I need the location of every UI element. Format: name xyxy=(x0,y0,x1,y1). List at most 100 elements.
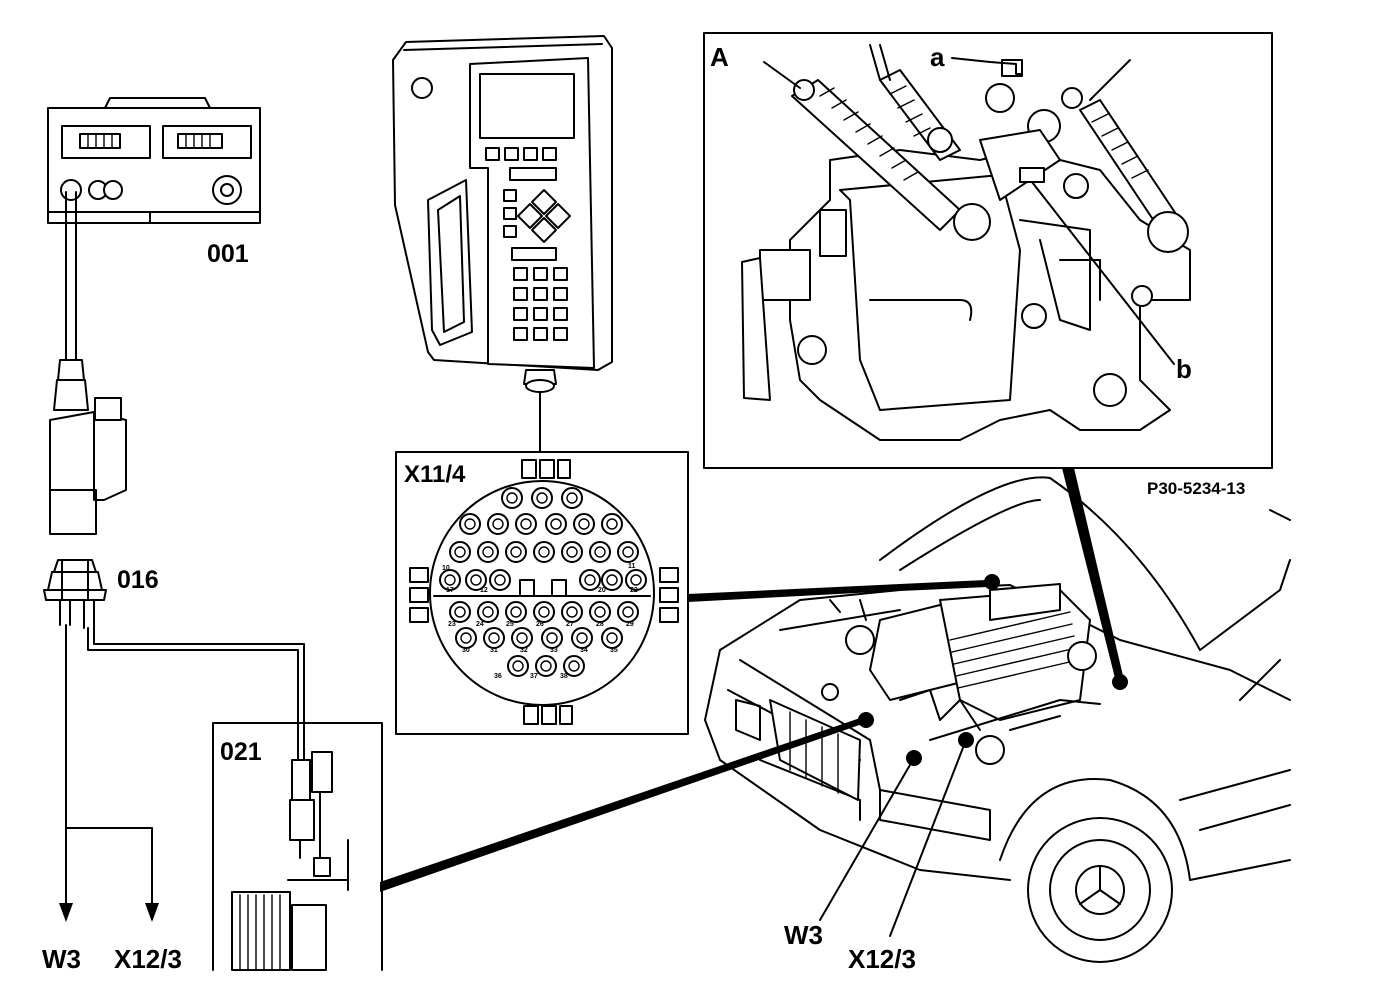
connector-socket xyxy=(507,655,529,677)
connector-socket xyxy=(561,487,583,509)
left-x12-label: X12/3 xyxy=(114,944,182,974)
adapter-label: 016 xyxy=(117,566,159,594)
connector-label: X11/4 xyxy=(404,461,466,488)
connector-socket xyxy=(449,541,471,563)
hand-held-tester xyxy=(392,35,613,453)
connector-socket xyxy=(617,601,639,623)
detail-a-label: A xyxy=(710,42,729,72)
sensor-021-box xyxy=(212,722,383,971)
connector-socket xyxy=(563,655,585,677)
connector-socket xyxy=(617,541,639,563)
connector-socket-inner xyxy=(606,574,618,586)
connector-socket-inner xyxy=(578,518,590,530)
connector-socket xyxy=(477,541,499,563)
ignition-coil-3 xyxy=(1079,99,1189,253)
connector-socket xyxy=(625,569,647,591)
connector-socket-inner xyxy=(566,606,578,618)
connector-socket xyxy=(439,569,461,591)
connector-socket xyxy=(545,513,567,535)
pin-label-24: 24 xyxy=(476,621,484,628)
pin-label-25: 25 xyxy=(506,621,514,628)
left-w3-label: W3 xyxy=(42,944,81,974)
connector-socket-inner xyxy=(576,632,588,644)
connector-socket xyxy=(589,601,611,623)
connector-socket-inner xyxy=(546,632,558,644)
connector-socket-inner xyxy=(622,546,634,558)
connector-socket-inner xyxy=(464,518,476,530)
connector-x11-4-box xyxy=(395,451,689,735)
pin-label-36: 36 xyxy=(494,673,502,680)
connector-socket-inner xyxy=(584,574,596,586)
connector-socket xyxy=(535,655,557,677)
connector-socket xyxy=(561,541,583,563)
connector-socket-inner xyxy=(454,546,466,558)
connector-socket-inner xyxy=(538,546,550,558)
connector-socket xyxy=(459,513,481,535)
pin-label-12: 12 xyxy=(480,587,488,594)
car-x12-label: X12/3 xyxy=(848,944,916,974)
tester-label: 001 xyxy=(207,240,249,268)
connector-socket xyxy=(505,541,527,563)
reference-number: P30-5234-13 xyxy=(1147,479,1245,498)
connector-socket xyxy=(601,569,623,591)
connector-socket xyxy=(511,627,533,649)
part-b-label: b xyxy=(1176,354,1192,384)
pin-label-33: 33 xyxy=(550,647,558,654)
pin-label-35: 35 xyxy=(610,647,618,654)
ignition-coil-2 xyxy=(879,69,961,161)
pin-label-27: 27 xyxy=(566,621,574,628)
pin-label-22: 22 xyxy=(630,587,638,594)
pin-label-34: 34 xyxy=(580,647,588,654)
ignition-coil-1 xyxy=(791,79,991,241)
connector-socket xyxy=(601,627,623,649)
car-w3-label: W3 xyxy=(784,920,823,950)
connector-socket xyxy=(573,513,595,535)
connector-socket-inner xyxy=(606,518,618,530)
pointer-lines xyxy=(380,468,1128,937)
connector-socket-inner xyxy=(622,606,634,618)
connector-socket-inner xyxy=(566,546,578,558)
connector-socket-inner xyxy=(520,518,532,530)
connector-socket-inner xyxy=(492,518,504,530)
connector-socket-inner xyxy=(516,632,528,644)
vehicle-front-view xyxy=(704,476,1291,963)
connector-socket xyxy=(531,487,553,509)
pin-label-37: 37 xyxy=(530,673,538,680)
sensor-label: 021 xyxy=(220,738,262,766)
connector-socket-inner xyxy=(482,546,494,558)
connector-socket xyxy=(541,627,563,649)
detail-a-box xyxy=(703,32,1273,469)
connector-socket-inner xyxy=(536,492,548,504)
adapter-016 xyxy=(43,559,107,629)
pin-label-20: 20 xyxy=(598,587,606,594)
connector-socket xyxy=(561,601,583,623)
pin-label-29: 29 xyxy=(626,621,634,628)
connector-socket xyxy=(489,569,511,591)
connector-socket xyxy=(515,513,537,535)
connector-socket xyxy=(579,569,601,591)
connector-socket-inner xyxy=(550,518,562,530)
part-a-label: a xyxy=(930,42,945,72)
connector-socket-inner xyxy=(594,546,606,558)
connector-socket-inner xyxy=(568,660,580,672)
connector-socket-inner xyxy=(606,632,618,644)
pin-label-31: 31 xyxy=(490,647,498,654)
tester-cable xyxy=(49,191,127,535)
pin-label-30: 30 xyxy=(462,647,470,654)
connector-socket-inner xyxy=(594,606,606,618)
connector-socket xyxy=(455,627,477,649)
pin-label-11: 11 xyxy=(628,563,636,570)
connector-socket-inner xyxy=(630,574,642,586)
connector-socket-inner xyxy=(482,606,494,618)
connector-socket xyxy=(483,627,505,649)
connector-socket xyxy=(477,601,499,623)
connector-socket-inner xyxy=(512,660,524,672)
pin-label-32: 32 xyxy=(520,647,528,654)
connector-socket-inner xyxy=(444,574,456,586)
connector-socket xyxy=(487,513,509,535)
connector-socket xyxy=(501,487,523,509)
connector-socket xyxy=(465,569,487,591)
connector-socket-inner xyxy=(510,546,522,558)
pin-label-26: 26 xyxy=(536,621,544,628)
